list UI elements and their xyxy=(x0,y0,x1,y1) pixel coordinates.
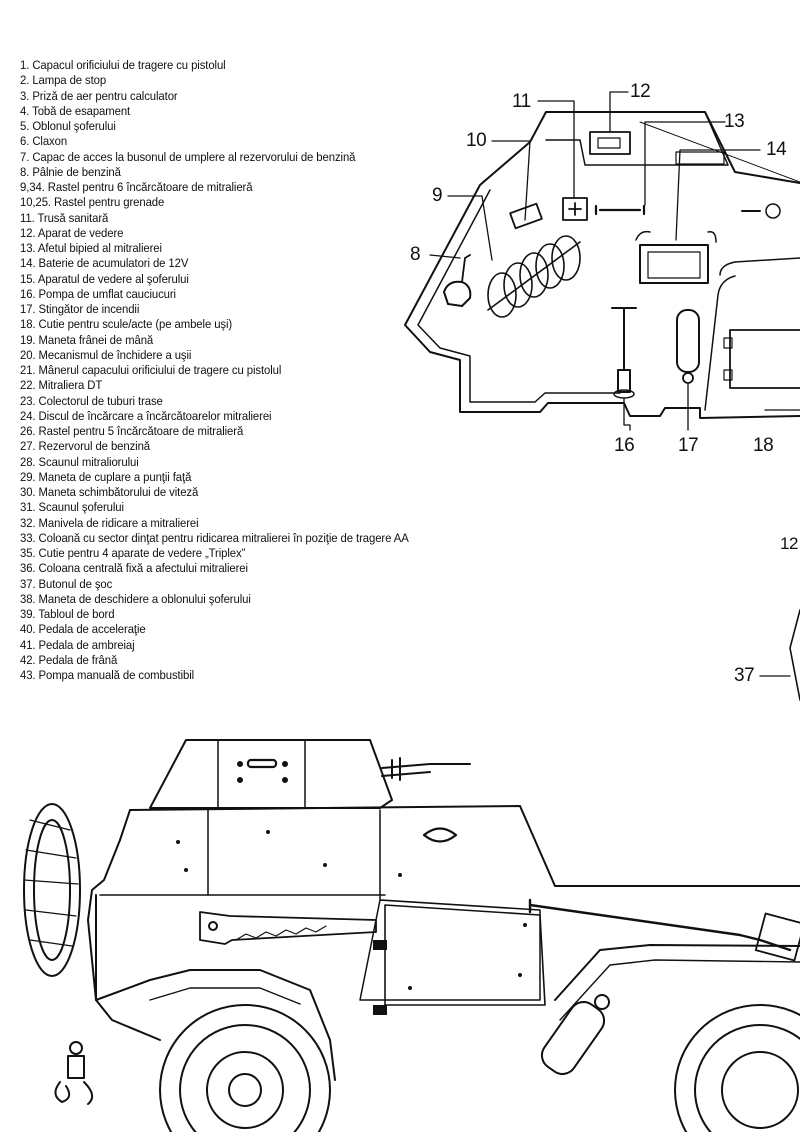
fuel-funnel xyxy=(443,280,472,307)
hull-inner-line xyxy=(417,189,621,403)
legend-item: 4. Tobă de esapament xyxy=(20,103,131,118)
tool-box xyxy=(729,329,800,389)
legend-item: 21. Mânerul capacului orificiului de tra… xyxy=(20,363,282,377)
fire-extinguisher xyxy=(676,309,700,373)
legend-item: 6. Claxon xyxy=(20,134,68,149)
legend-item: 9,34. Rastel pentru 6 încărcătoare de mi… xyxy=(20,180,253,194)
legend-item: 26. Rastel pentru 5 încărcătoare de mitr… xyxy=(20,424,244,438)
front-mudguard xyxy=(554,944,800,1001)
leader-lines xyxy=(429,91,800,677)
bipod xyxy=(594,204,646,216)
rivets xyxy=(176,830,527,990)
legend-item: 41. Pedala de ambreiaj xyxy=(20,637,135,652)
exterior-extinguisher xyxy=(540,994,610,1075)
callout-9: 9 xyxy=(432,185,443,206)
legend-item: 30. Maneta schimbătorului de viteză xyxy=(20,485,199,499)
legend-item: 19. Maneta frânei de mână xyxy=(20,332,154,347)
callout-12: 12 xyxy=(630,81,651,102)
driver-vision-block xyxy=(675,151,725,165)
legend-item: 23. Colectorul de tuburi trase xyxy=(20,393,163,408)
grenade-rack xyxy=(509,202,543,230)
callout-13: 13 xyxy=(724,111,745,132)
tire-pump xyxy=(611,307,637,393)
legend-item: 14. Baterie de acumulatori de 12V xyxy=(20,256,189,271)
pickaxe xyxy=(528,898,792,952)
battery xyxy=(639,244,709,284)
rear-mudguard xyxy=(95,969,336,1081)
rear-wheel xyxy=(159,1004,331,1132)
saw xyxy=(199,911,377,945)
legend-item: 40. Pedala de acceleraţie xyxy=(20,622,146,637)
front-wheel xyxy=(674,1004,800,1132)
machine-gun xyxy=(381,757,471,781)
partial-panel-edge xyxy=(789,609,800,701)
callout-12-secondary: 12 xyxy=(780,534,798,553)
legend-item: 20. Mecanismul de închidere a uşii xyxy=(20,347,192,362)
first-aid-kit xyxy=(562,197,588,221)
legend-item: 42. Pedala de frână xyxy=(20,652,118,667)
legend-item: 13. Afetul bipied al mitralierei xyxy=(20,241,162,255)
callout-10: 10 xyxy=(466,130,487,151)
legend-item: 28. Scaunul mitraliorului xyxy=(20,454,139,469)
callout-37: 37 xyxy=(734,665,755,686)
legend-item: 37. Butonul de şoc xyxy=(20,576,113,591)
turret xyxy=(149,739,393,809)
legend-item: 7. Capac de acces la busonul de umplere … xyxy=(20,149,356,164)
magazine-rack xyxy=(487,235,581,318)
legend-item: 18. Cutie pentru scule/acte (pe ambele u… xyxy=(20,317,233,332)
legend-item: 5. Oblonul şoferului xyxy=(20,119,116,133)
legend-item: 35. Cutie pentru 4 aparate de vedere „Tr… xyxy=(20,546,246,560)
legend-item: 39. Tabloul de bord xyxy=(20,607,115,621)
legend-list: 1. Capacul orificiului de tragere cu pis… xyxy=(20,58,480,683)
legend-item: 17. Stingător de incendii xyxy=(20,302,140,316)
legend-item: 15. Aparatul de vedere al şoferului xyxy=(20,271,189,286)
legend-item: 1. Capacul orificiului de tragere cu pis… xyxy=(20,58,226,72)
legend-item: 29. Maneta de cuplare a punţii faţă xyxy=(20,469,192,484)
legend-item: 36. Coloana centrală fixă a afectului mi… xyxy=(20,561,248,576)
hull-body xyxy=(129,805,800,887)
callout-18: 18 xyxy=(753,435,774,456)
legend-item: 38. Maneta de deschidere a oblonului şof… xyxy=(20,591,251,606)
legend-item: 8. Pâlnie de benzină xyxy=(20,164,121,179)
legend-item: 33. Coloană cu sector dinţat pentru ridi… xyxy=(20,530,409,545)
callout-16: 16 xyxy=(614,435,635,456)
legend-item: 11. Trusă sanitară xyxy=(20,210,109,225)
spare-wheel xyxy=(23,803,81,977)
tow-hook xyxy=(54,1041,94,1105)
legend-item: 16. Pompa de umflat cauciucuri xyxy=(20,286,176,301)
side-door xyxy=(384,904,546,1006)
legend-item: 3. Priză de aer pentru calculator xyxy=(20,88,178,103)
legend-item: 10,25. Rastel pentru grenade xyxy=(20,195,165,210)
legend-item: 27. Rezervorul de benzină xyxy=(20,439,150,454)
legend-item: 22. Mitraliera DT xyxy=(20,378,103,393)
callout-14: 14 xyxy=(766,139,787,160)
vision-port xyxy=(422,827,458,843)
legend-item: 32. Manivela de ridicare a mitralierei xyxy=(20,515,199,530)
callout-11: 11 xyxy=(512,91,531,112)
legend-item: 12. Aparat de vedere xyxy=(20,225,124,240)
legend-item: 43. Pompa manuală de combustibil xyxy=(20,668,195,682)
legend-item: 31. Scaunul şoferului xyxy=(20,500,124,515)
door-outline xyxy=(719,257,800,276)
callout-8: 8 xyxy=(410,244,421,265)
legend-item: 24. Discul de încărcare a încărcătoarelo… xyxy=(20,408,272,423)
legend-item: 2. Lampa de stop xyxy=(20,73,107,88)
callout-17: 17 xyxy=(678,435,699,456)
